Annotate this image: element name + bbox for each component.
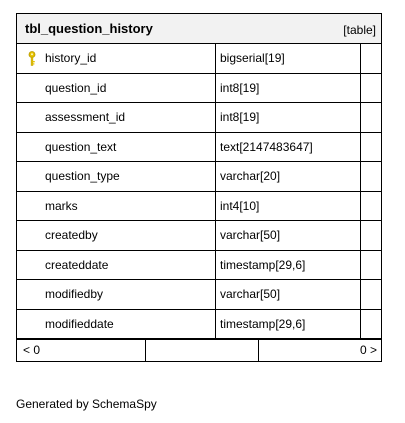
column-row: question_type varchar[20]	[17, 162, 381, 192]
table-header: tbl_question_history [table]	[17, 14, 381, 44]
column-type: varchar[20]	[216, 162, 361, 191]
column-name: modifiedby	[17, 280, 216, 309]
child-count[interactable]: 0 >	[359, 343, 377, 357]
column-extra	[361, 44, 381, 73]
column-type: int8[19]	[216, 73, 361, 102]
column-extra	[361, 221, 381, 250]
column-extra	[361, 310, 381, 339]
column-name: question_type	[17, 162, 216, 191]
column-name: question_id	[17, 73, 216, 102]
column-extra	[361, 192, 381, 221]
column-name: history_id	[17, 44, 216, 73]
column-type: varchar[50]	[216, 280, 361, 309]
footer-spacer	[146, 340, 259, 361]
column-type: int8[19]	[216, 103, 361, 132]
column-name: marks	[17, 191, 216, 220]
column-row: question_id int8[19]	[17, 73, 381, 103]
column-extra	[361, 251, 381, 280]
column-row: question_text text[2147483647]	[17, 132, 381, 162]
column-row: assessment_id int8[19]	[17, 103, 381, 133]
parent-count[interactable]: < 0	[17, 340, 146, 361]
column-row: createdby varchar[50]	[17, 221, 381, 251]
column-name: question_text	[17, 132, 216, 161]
table-box: tbl_question_history [table] history_id …	[16, 13, 382, 362]
table-name: tbl_question_history	[25, 21, 153, 36]
column-type: timestamp[29,6]	[216, 250, 361, 279]
column-type: bigserial[19]	[216, 44, 361, 73]
generated-by-credit: Generated by SchemaSpy	[16, 397, 157, 411]
column-row: createddate timestamp[29,6]	[17, 250, 381, 280]
column-row: history_id bigserial[19]	[17, 44, 381, 74]
table-footer: < 0 0 >	[17, 339, 381, 361]
column-name: modifieddate	[17, 309, 216, 338]
column-row: marks int4[10]	[17, 191, 381, 221]
table-kind: [table]	[343, 23, 376, 37]
column-name: createddate	[17, 250, 216, 279]
column-name: createdby	[17, 221, 216, 250]
column-extra	[361, 280, 381, 309]
column-extra	[361, 74, 381, 103]
key-icon	[27, 51, 37, 66]
column-list: history_id bigserial[19] question_id int…	[17, 44, 381, 339]
column-row: modifieddate timestamp[29,6]	[17, 309, 381, 339]
column-name: assessment_id	[17, 103, 216, 132]
column-extra	[361, 133, 381, 162]
column-extra	[361, 162, 381, 191]
column-extra	[361, 103, 381, 132]
column-row: modifiedby varchar[50]	[17, 280, 381, 310]
column-type: text[2147483647]	[216, 132, 361, 161]
column-type: timestamp[29,6]	[216, 309, 361, 338]
column-type: int4[10]	[216, 191, 361, 220]
column-type: varchar[50]	[216, 221, 361, 250]
